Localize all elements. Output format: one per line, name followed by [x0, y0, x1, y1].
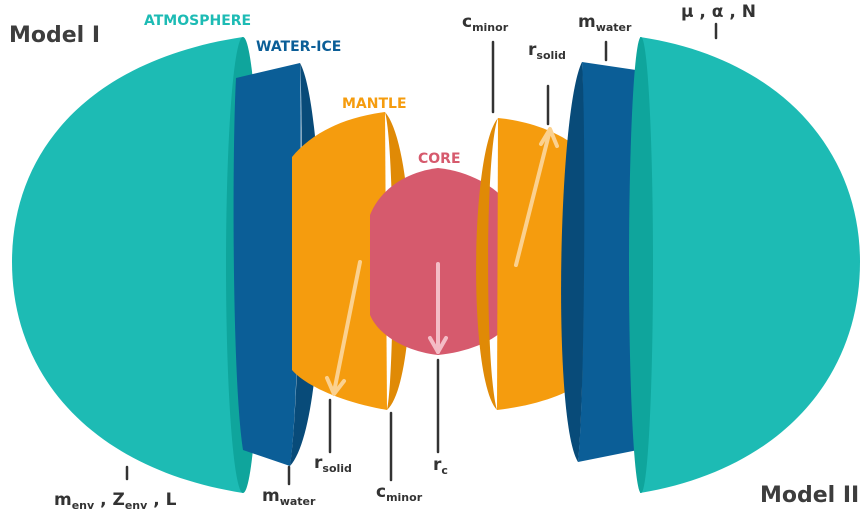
r-c-label: rc: [433, 455, 448, 477]
m-water-right-label: mwater: [578, 12, 632, 34]
c-minor-left-label: cminor: [376, 482, 423, 504]
water-ice-left: [234, 63, 301, 466]
m-water-left-label: mwater: [262, 486, 316, 508]
water-ice-right-rim: [561, 62, 584, 462]
atmosphere-right: [640, 37, 860, 493]
atm-params-label: μ , α , N: [681, 2, 756, 22]
atmosphere-right-rim: [629, 37, 653, 493]
layer-label-water-ice: WATER-ICE: [256, 39, 341, 55]
layer-label-core: CORE: [418, 151, 461, 167]
env-params-label: menv , Zenv , L: [54, 490, 177, 512]
atmosphere-left: [12, 37, 243, 493]
model-label-right: Model II: [760, 483, 859, 508]
layer-label-mantle: MANTLE: [342, 96, 407, 112]
layer-label-atmosphere: ATMOSPHERE: [144, 13, 251, 29]
c-minor-right-label: cminor: [462, 12, 509, 34]
model-label-left: Model I: [9, 23, 100, 48]
r-solid-right-label: rsolid: [528, 40, 566, 62]
right-half: [438, 37, 860, 493]
r-solid-left-label: rsolid: [314, 453, 352, 475]
